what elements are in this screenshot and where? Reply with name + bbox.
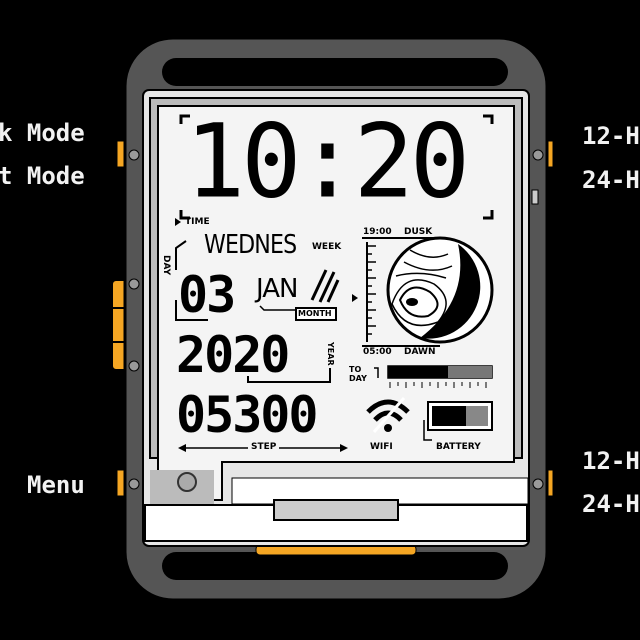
- day-display: 03: [178, 266, 236, 324]
- battery-icon: [423, 401, 493, 441]
- today-label: TO DAY: [349, 365, 367, 383]
- wifi-label: WIFI: [370, 442, 393, 452]
- steps-display: 05300: [176, 386, 319, 444]
- left-button-label-menu: Menu: [27, 471, 85, 499]
- dawn-time: 05:00: [363, 347, 392, 357]
- wifi-icon: [366, 397, 410, 433]
- right-button-label-top: 12-H: [582, 122, 640, 150]
- week-label: WEEK: [312, 242, 342, 252]
- month-label: MONTH: [298, 309, 332, 318]
- step-label: STEP: [248, 443, 280, 452]
- dusk-time: 19:00: [363, 227, 392, 237]
- right-button-label-third: 12-H: [582, 447, 640, 475]
- weekday-display: WEDNES: [204, 230, 297, 260]
- dawn-label: DAWN: [404, 347, 436, 357]
- time-label: TIME: [185, 217, 210, 227]
- dusk-label: DUSK: [404, 227, 433, 237]
- planet-icon: [386, 236, 494, 344]
- time-display: 10:20: [185, 101, 470, 222]
- day-label: DAY: [161, 255, 171, 276]
- left-button-label-second: t Mode: [0, 162, 85, 190]
- year-display: 2020: [176, 326, 290, 384]
- right-button-label-fourth: 24-H: [582, 490, 640, 518]
- month-display: JAN: [256, 274, 298, 304]
- left-button-label-top: k Mode: [0, 119, 85, 147]
- right-button-label-second: 24-H: [582, 166, 640, 194]
- battery-label: BATTERY: [436, 442, 481, 452]
- year-label: YEAR: [326, 342, 335, 366]
